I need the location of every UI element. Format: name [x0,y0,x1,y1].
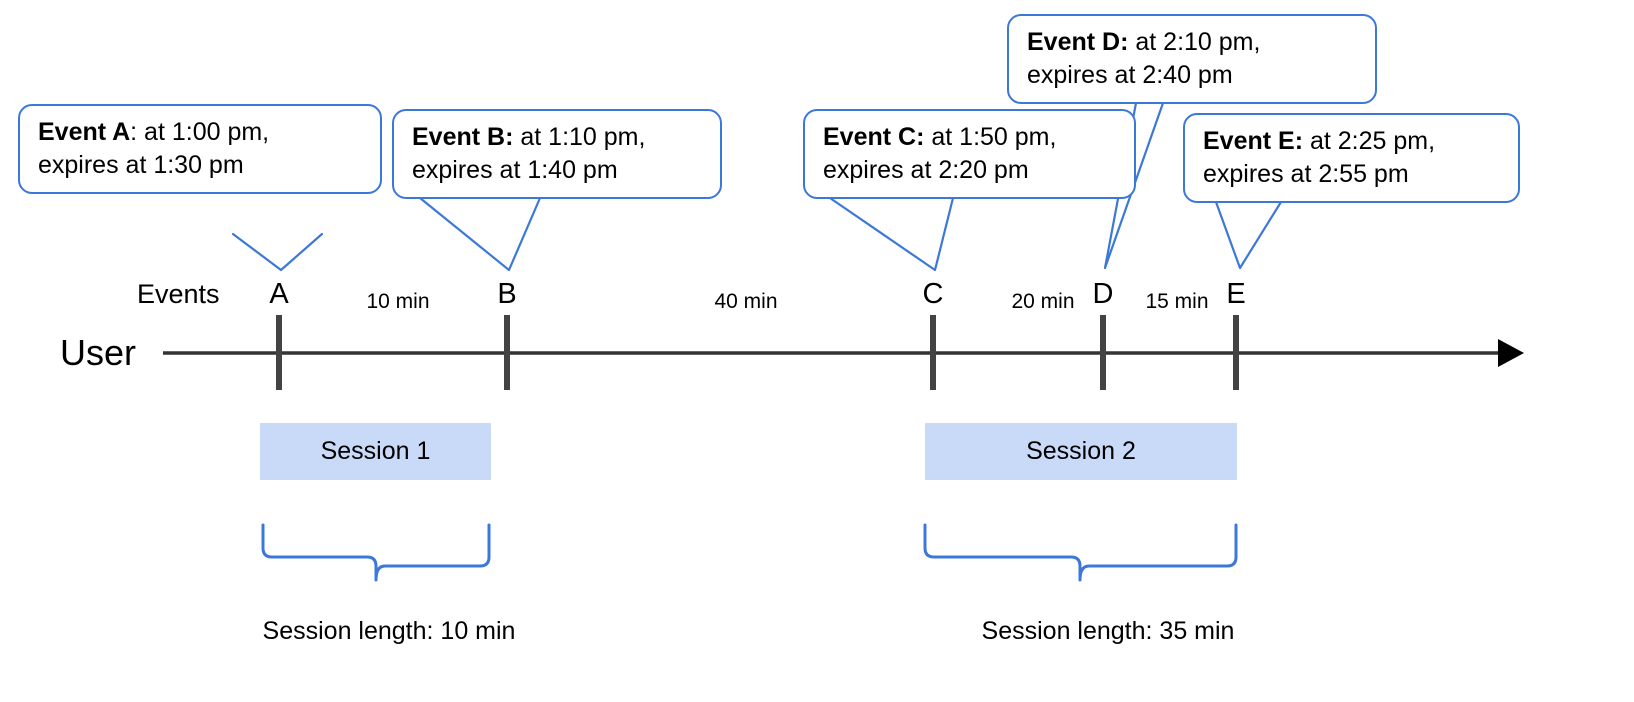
marker-letter-e[interactable]: E [1226,278,1246,310]
callout-event-a-title: Event A [38,118,131,146]
callout-event-c-title: Event C [823,123,917,151]
session-box-1[interactable]: Session 1 [260,423,491,480]
callout-event-b-detail: at 1:10 pm, [513,123,646,151]
callout-event-a-line2: expires at 1:30 pm [38,151,244,179]
callout-event-a-detail: at 1:00 pm, [137,118,270,146]
marker-letter-a[interactable]: A [269,278,289,310]
callout-event-a-line1: Event A: at 1:00 pm, [38,116,364,149]
callout-event-e-detail: at 2:25 pm, [1303,127,1436,155]
callout-tail-c [828,196,955,272]
callout-event-d-line1: Event D: at 2:10 pm, [1027,26,1359,59]
callout-event-b-separator: : [505,123,514,151]
callout-event-d-detail: at 2:10 pm, [1128,28,1261,56]
callout-event-e[interactable]: Event E: at 2:25 pm, expires at 2:55 pm [1183,113,1520,203]
interval-label-a-b: 10 min [366,290,430,313]
callout-event-e-title: Event E [1203,127,1295,155]
callout-event-b[interactable]: Event B: at 1:10 pm, expires at 1:40 pm [392,109,722,199]
marker-letter-c[interactable]: C [922,278,944,310]
callout-event-c-line1: Event C: at 1:50 pm, [823,121,1118,154]
callout-event-e-line1: Event E: at 2:25 pm, [1203,125,1502,158]
events-row-label: Events [137,279,220,309]
interval-label-d-e: 15 min [1145,290,1209,313]
callout-event-b-title: Event B [412,123,506,151]
interval-label-c-d: 20 min [1011,290,1075,313]
callout-event-e-separator: : [1294,127,1304,155]
session-1-length-caption: Session length: 10 min [262,617,516,645]
callout-event-d-separator: : [1120,28,1129,56]
callout-event-d-title: Event D [1027,28,1121,56]
user-row-label: User [60,332,137,373]
session-box-1-label: Session 1 [320,437,431,465]
session-2-length-caption: Session length: 35 min [981,617,1235,645]
session-box-2-label: Session 2 [1026,437,1136,465]
callout-event-a[interactable]: Event A: at 1:00 pm, expires at 1:30 pm [18,104,382,194]
marker-letter-d[interactable]: D [1092,278,1114,310]
callout-event-c-separator: : [916,123,925,151]
callout-tail-b [418,196,542,272]
callout-event-c-detail: at 1:50 pm, [924,123,1057,151]
session-1-brace [261,523,491,582]
interval-label-b-c: 40 min [714,290,778,313]
callout-event-a-separator: : [130,118,138,146]
callout-event-b-line1: Event B: at 1:10 pm, [412,121,704,154]
marker-letter-b[interactable]: B [497,278,517,310]
session-2-brace [923,523,1238,582]
callout-event-c[interactable]: Event C: at 1:50 pm, expires at 2:20 pm [803,109,1136,199]
session-box-2[interactable]: Session 2 [925,423,1237,480]
callout-event-e-line2: expires at 2:55 pm [1203,160,1409,188]
callout-event-b-line2: expires at 1:40 pm [412,156,618,184]
callout-event-d[interactable]: Event D: at 2:10 pm, expires at 2:40 pm [1007,14,1377,104]
callout-tail-e [1214,200,1283,270]
callout-tail-a [231,232,324,272]
callout-event-c-line2: expires at 2:20 pm [823,156,1029,184]
callout-event-d-line2: expires at 2:40 pm [1027,61,1233,89]
timeline-arrowhead [1498,339,1524,367]
